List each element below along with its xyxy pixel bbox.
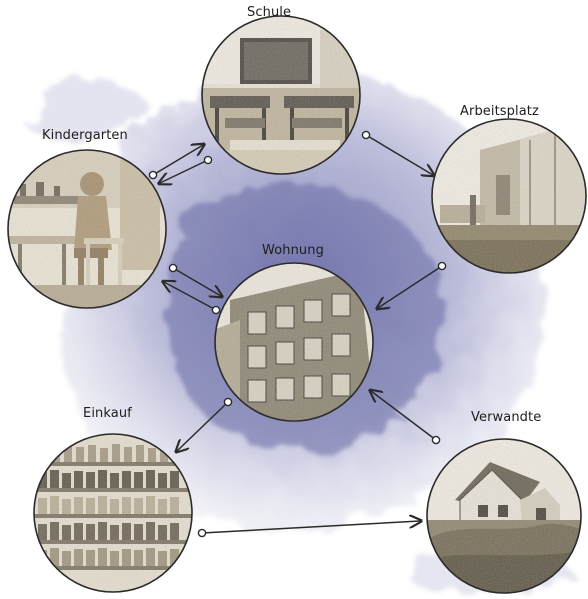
arrow-kindergarten-to-schule [152, 145, 203, 176]
arrow-origin-arbeitsplatz-to-wohnung [437, 261, 447, 271]
label-einkauf: Einkauf [83, 406, 132, 421]
arrow-wohnung-to-kindergarten [164, 282, 217, 311]
arrow-origin-einkauf-to-verwandte [197, 528, 207, 538]
arrow-origin-kindergarten-to-wohnung [168, 263, 178, 273]
photo-arbeitsplatz [431, 118, 587, 274]
edges-layer [148, 130, 447, 538]
label-arbeitsplatz: Arbeitsplatz [460, 104, 539, 119]
arrow-origin-wohnung-to-kindergarten [211, 305, 221, 315]
arrow-origin-wohnung-to-einkauf [223, 397, 233, 407]
photo-einkauf [33, 433, 193, 593]
arrow-kindergarten-to-wohnung [172, 267, 221, 296]
arrow-origin-schule-to-kindergarten [203, 155, 213, 165]
label-kindergarten: Kindergarten [42, 128, 128, 143]
arrow-wohnung-to-einkauf [177, 401, 229, 451]
photo-kindergarten [7, 149, 167, 309]
arrow-origin-kindergarten-to-schule [148, 170, 158, 180]
arrow-origin-verwandte-to-wohnung [431, 435, 441, 445]
label-wohnung: Wohnung [262, 243, 324, 258]
arrow-arbeitsplatz-to-wohnung [378, 265, 443, 308]
arrow-origin-schule-to-arbeitsplatz [361, 130, 371, 140]
arrow-verwandte-to-wohnung [371, 391, 437, 441]
arrow-schule-to-arbeitsplatz [365, 134, 433, 175]
label-verwandte: Verwandte [471, 410, 542, 425]
photo-wohnung [214, 262, 374, 422]
arrow-einkauf-to-verwandte [201, 521, 420, 534]
label-schule: Schule [247, 5, 292, 20]
arrow-schule-to-kindergarten [160, 159, 209, 183]
photo-verwandte [426, 438, 582, 594]
